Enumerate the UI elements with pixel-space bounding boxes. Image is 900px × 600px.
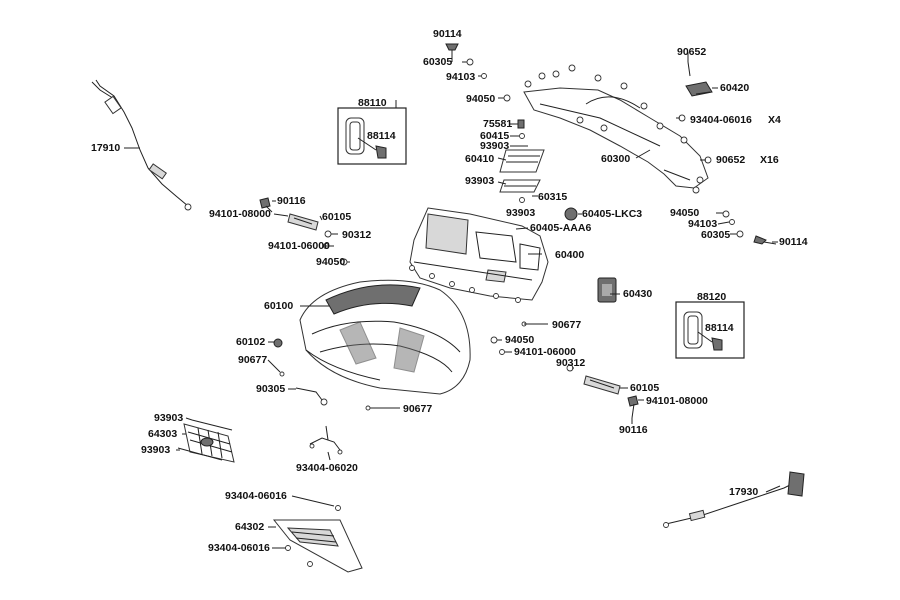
- dash-60400: [409, 207, 549, 303]
- part-label-60105: 60105: [322, 211, 352, 223]
- quantity-label-x16: X16: [760, 154, 779, 166]
- grille-64303: [177, 419, 235, 463]
- part-label-93903: 93903: [154, 412, 184, 424]
- part-label-94050: 94050: [505, 334, 535, 346]
- part-label-93404-06016: 93404-06016: [690, 114, 752, 126]
- quantity-label-x4: X4: [768, 114, 781, 126]
- screw-group-right: [722, 210, 777, 245]
- small-parts-60410-group: [499, 119, 545, 203]
- part-label-88114: 88114: [705, 322, 734, 334]
- part-label-17910: 17910: [91, 142, 121, 154]
- part-label-90305: 90305: [256, 383, 286, 395]
- part-label-90312: 90312: [556, 357, 586, 369]
- part-label-90114: 90114: [433, 28, 462, 40]
- kit-label-88120: 88120: [697, 291, 727, 303]
- part-label-93404-06016: 93404-06016: [225, 490, 287, 502]
- clip-60420: [678, 61, 713, 122]
- rear-body-60300: [523, 64, 712, 194]
- part-label-94103: 94103: [688, 218, 718, 230]
- part-label-60415: 60415: [480, 130, 510, 142]
- part-label-60420: 60420: [720, 82, 750, 94]
- part-label-90677: 90677: [552, 319, 582, 331]
- part-label-94050: 94050: [316, 256, 346, 268]
- part-label-88114: 88114: [367, 130, 396, 142]
- part-label-60305: 60305: [423, 56, 453, 68]
- part-label-60410: 60410: [465, 153, 495, 165]
- screw-group-top: [445, 43, 511, 102]
- part-label-93903: 93903: [465, 175, 495, 187]
- part-label-60405-aaa6: 60405-AAA6: [530, 222, 592, 234]
- cable-17930: [663, 471, 805, 528]
- part-label-60105: 60105: [630, 382, 660, 394]
- mirror-kit-box-88120: [675, 301, 745, 359]
- grab-handle-right-60105: [566, 364, 639, 419]
- part-label-94103: 94103: [446, 71, 476, 83]
- lower-grille-64302: [272, 505, 363, 573]
- part-label-93404-06020: 93404-06020: [296, 462, 358, 474]
- mirror-kit-box-88110: [337, 107, 407, 165]
- part-label-64302: 64302: [235, 521, 265, 533]
- part-label-90114: 90114: [779, 236, 808, 248]
- part-label-60300: 60300: [601, 153, 631, 165]
- part-label-60430: 60430: [623, 288, 653, 300]
- part-label-94101-08000: 94101-08000: [646, 395, 708, 407]
- part-label-90677: 90677: [403, 403, 433, 415]
- part-label-75581: 75581: [483, 118, 513, 130]
- part-label-90116: 90116: [619, 424, 648, 436]
- part-label-17930: 17930: [729, 486, 759, 498]
- part-label-94101-08000: 94101-08000: [209, 208, 271, 220]
- part-label-60405-lkc3: 60405-LKC3: [582, 208, 643, 220]
- part-label-64303: 64303: [148, 428, 178, 440]
- part-label-93903: 93903: [141, 444, 171, 456]
- part-label-90677: 90677: [238, 354, 268, 366]
- clip-93404-06020: [309, 425, 343, 455]
- part-label-60305: 60305: [701, 229, 731, 241]
- part-label-94050: 94050: [670, 207, 700, 219]
- part-label-90312: 90312: [342, 229, 372, 241]
- part-label-94101-06000: 94101-06000: [268, 240, 330, 252]
- part-label-90652: 90652: [716, 154, 746, 166]
- part-label-60400: 60400: [555, 249, 585, 261]
- part-label-93404-06016: 93404-06016: [208, 542, 270, 554]
- part-label-90116: 90116: [277, 195, 306, 207]
- part-label-94101-06000: 94101-06000: [514, 346, 576, 358]
- grab-handle-left-60105: [259, 197, 348, 266]
- part-label-94050: 94050: [466, 93, 496, 105]
- part-label-93903: 93903: [480, 140, 510, 152]
- part-label-60102: 60102: [236, 336, 266, 348]
- part-label-90652: 90652: [677, 46, 707, 58]
- hood-60100: [299, 279, 471, 395]
- hood-fasteners-left: [267, 338, 396, 411]
- kit-label-88110: 88110: [358, 97, 387, 109]
- part-label-60100: 60100: [264, 300, 294, 312]
- cover-60430: [597, 277, 617, 303]
- part-label-93903: 93903: [506, 207, 536, 219]
- leader-lines: [124, 52, 781, 549]
- part-label-60315: 60315: [538, 191, 568, 203]
